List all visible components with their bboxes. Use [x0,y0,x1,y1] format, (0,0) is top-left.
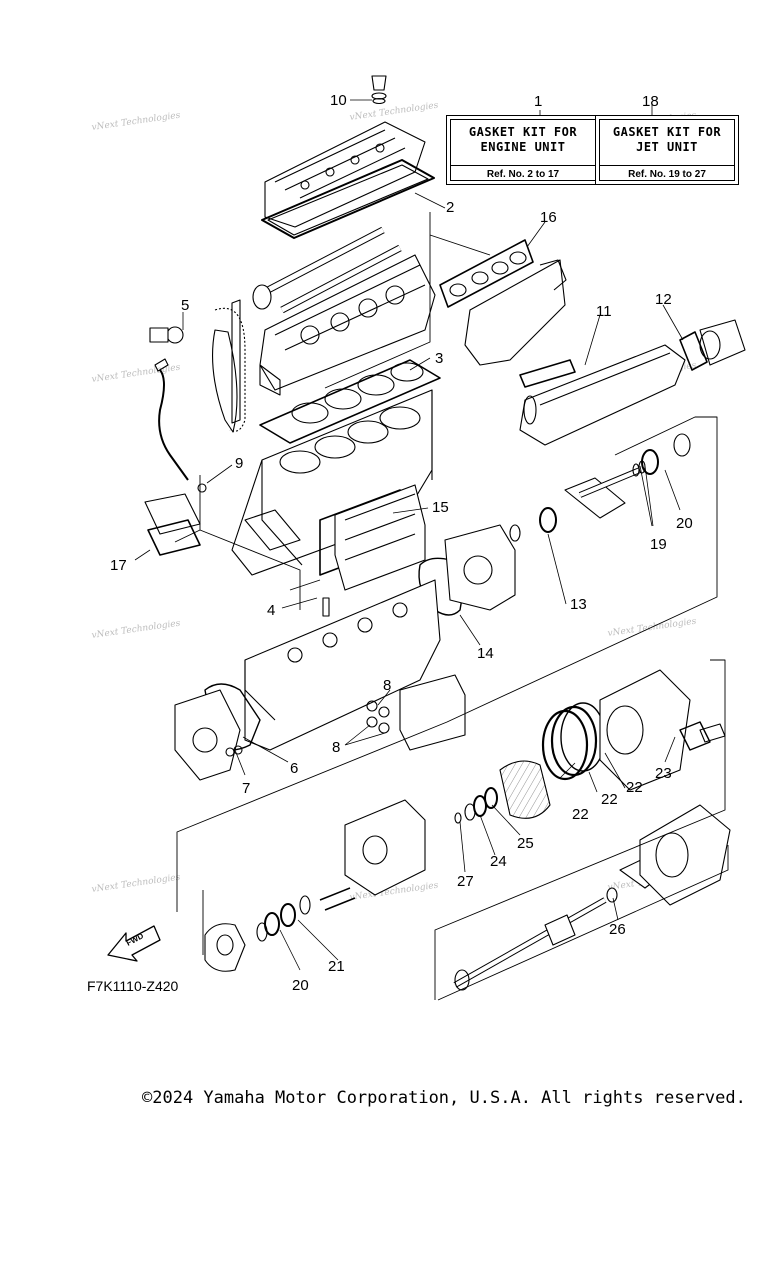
callout-22-a: 22 [572,806,589,823]
callout-24: 24 [490,853,507,870]
fwd-arrow-icon [107,925,161,962]
callout-13: 13 [570,596,587,613]
callout-8-upper: 8 [383,677,391,694]
crankcase [244,579,441,751]
kit-box-engine: GASKET KIT FOR ENGINE UNIT Ref. No. 2 to… [446,115,600,185]
callout-6: 6 [290,760,298,777]
callout-numbers: 1 2 3 4 5 6 7 8 8 9 10 11 12 13 14 15 16… [110,92,693,994]
driveshaft-seals [256,895,311,942]
callout-22-b: 22 [601,791,618,808]
figure-code: F7K1110-Z420 [87,978,179,994]
leader-lines [134,99,684,971]
oil-filler-cap [371,75,387,105]
kit-engine-title-2: ENGINE UNIT [480,140,566,154]
callout-25: 25 [517,835,534,852]
callout-3: 3 [435,350,443,367]
oil-pan-plate [144,483,207,556]
callout-22-c: 22 [626,779,643,796]
stator-cover [174,683,261,781]
callout-14: 14 [477,645,494,662]
cylinder-head-cover [261,121,435,239]
kit-jet-title-1: GASKET KIT FOR [612,125,722,139]
jet-nozzle-shaft [453,804,731,991]
callout-11: 11 [596,303,612,320]
callout-10: 10 [330,92,347,109]
callout-19: 19 [650,536,667,553]
head-gasket [259,359,441,444]
callout-20-upper: 20 [676,515,693,532]
watermark: vNext Technologies [91,873,181,895]
bracket-lines [174,212,729,1001]
coupler-assembly [204,799,426,972]
callout-26: 26 [609,921,626,938]
watermark: vNext Technologies [607,617,697,639]
watermark: vNext Technologies [91,111,181,133]
exhaust-pipe [519,344,686,446]
dipstick-tube [154,358,189,481]
callout-8-lower: 8 [332,739,340,756]
callout-27: 27 [457,873,474,890]
watermark: vNext Technologies [91,619,181,641]
cylinder-block [231,389,433,576]
kit-box-jet: GASKET KIT FOR JET UNIT Ref. No. 19 to 2… [595,115,739,185]
callout-7: 7 [242,780,250,797]
intermediate-housing [509,433,691,542]
watermark: vNext Technologies [91,363,181,385]
exploded-parts-diagram: vNext Technologies vNext Technologies vN… [91,75,746,1001]
watermark: vNext Technologies [349,101,439,123]
callout-16: 16 [540,209,557,226]
pump-housing [499,669,726,819]
exhaust-manifold [439,239,567,366]
callout-20-lower: 20 [292,977,309,994]
cylinder-head [259,254,436,396]
callout-15: 15 [432,499,449,516]
kit-box-jet-border [599,119,735,181]
callout-2: 2 [446,199,454,216]
kit-jet-ref: Ref. No. 19 to 27 [599,165,735,180]
kit-engine-title-1: GASKET KIT FOR [468,125,578,139]
kit-jet-title-2: JET UNIT [636,140,698,154]
callout-17: 17 [110,557,127,574]
callout-12: 12 [655,291,672,308]
camshafts [252,226,402,314]
kit-engine-ref: Ref. No. 2 to 17 [450,165,596,180]
callout-9: 9 [235,455,243,472]
timing-chain [149,299,246,433]
copyright-notice: ©2024 Yamaha Motor Corporation, U.S.A. A… [142,1088,746,1108]
callout-5: 5 [181,297,189,314]
callout-23: 23 [655,765,672,782]
callout-21: 21 [328,958,345,975]
impeller-seals [454,787,498,824]
callout-18: 18 [642,93,659,110]
exhaust-chamber [679,319,746,371]
callout-4: 4 [267,602,275,619]
callout-1: 1 [534,93,542,110]
